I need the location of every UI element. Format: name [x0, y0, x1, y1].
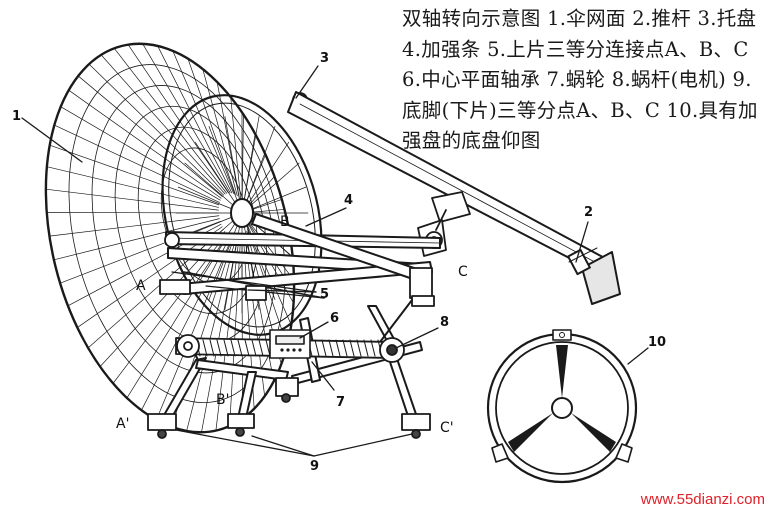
diagram-caption: 双轴转向示意图 1.伞网面 2.推杆 3.托盘 4.加强条 5.上片三等分连接点…: [402, 7, 758, 153]
callout-4: 4: [344, 193, 353, 208]
center-bearing: [269, 329, 311, 359]
feet: [147, 377, 431, 439]
chassis-bottom-view: [486, 329, 638, 484]
callout-2: 2: [584, 205, 593, 220]
callout-8: 8: [440, 315, 449, 330]
point-a: A: [136, 278, 146, 294]
callout-5: 5: [320, 287, 329, 302]
point-c-prime: C': [440, 420, 454, 436]
leader-lines: [21, 65, 649, 457]
callout-10: 10: [648, 335, 666, 350]
watermark: www.55dianzi.com: [640, 491, 765, 508]
callout-9: 9: [310, 459, 319, 474]
point-b-prime: B': [216, 392, 229, 408]
callout-1: 1: [12, 109, 21, 124]
point-c: C: [458, 264, 468, 280]
callout-7: 7: [336, 395, 345, 410]
point-b: B: [280, 214, 290, 230]
callout-3: 3: [320, 51, 329, 66]
callout-6: 6: [330, 311, 339, 326]
point-a-prime: A': [116, 416, 129, 432]
push-rod: [287, 91, 621, 305]
